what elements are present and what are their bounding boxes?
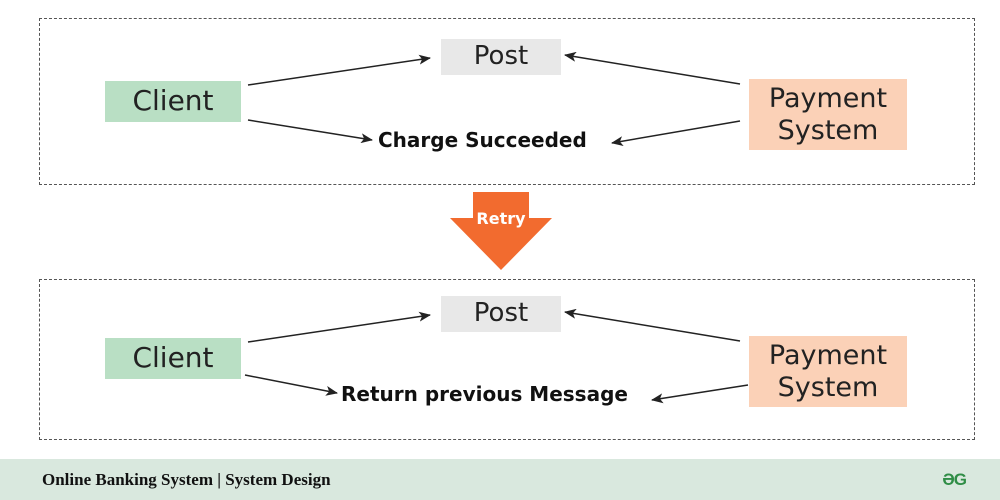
bottom-payment-system-box: Payment System xyxy=(749,336,907,407)
top-payment-label-line1: Payment xyxy=(768,83,888,115)
geeksforgeeks-logo-icon: ƏG xyxy=(942,469,967,489)
top-post-label: Post xyxy=(473,41,529,72)
footer-title: Online Banking System | System Design xyxy=(42,469,331,489)
top-payment-system-box: Payment System xyxy=(749,79,907,150)
bottom-client-label: Client xyxy=(132,341,214,375)
bottom-payment-label-line1: Payment xyxy=(768,340,888,372)
bottom-payment-label-line2: System xyxy=(777,371,879,403)
top-payment-label-line2: System xyxy=(777,114,879,146)
bottom-client-box: Client xyxy=(105,338,241,379)
top-client-label: Client xyxy=(132,84,214,118)
retry-label: Retry xyxy=(476,209,526,228)
top-post-box: Post xyxy=(441,39,561,75)
retry-down-arrow-icon xyxy=(450,192,552,270)
top-client-box: Client xyxy=(105,81,241,122)
bottom-scenario-panel xyxy=(39,279,975,440)
top-scenario-panel xyxy=(39,18,975,185)
bottom-message-label: Return previous Message xyxy=(341,382,628,406)
retry-arrow: Retry xyxy=(450,192,552,270)
footer-bar: Online Banking System | System Design ƏG xyxy=(0,459,1000,500)
top-message-label: Charge Succeeded xyxy=(378,128,587,152)
bottom-post-label: Post xyxy=(473,298,529,329)
bottom-post-box: Post xyxy=(441,296,561,332)
